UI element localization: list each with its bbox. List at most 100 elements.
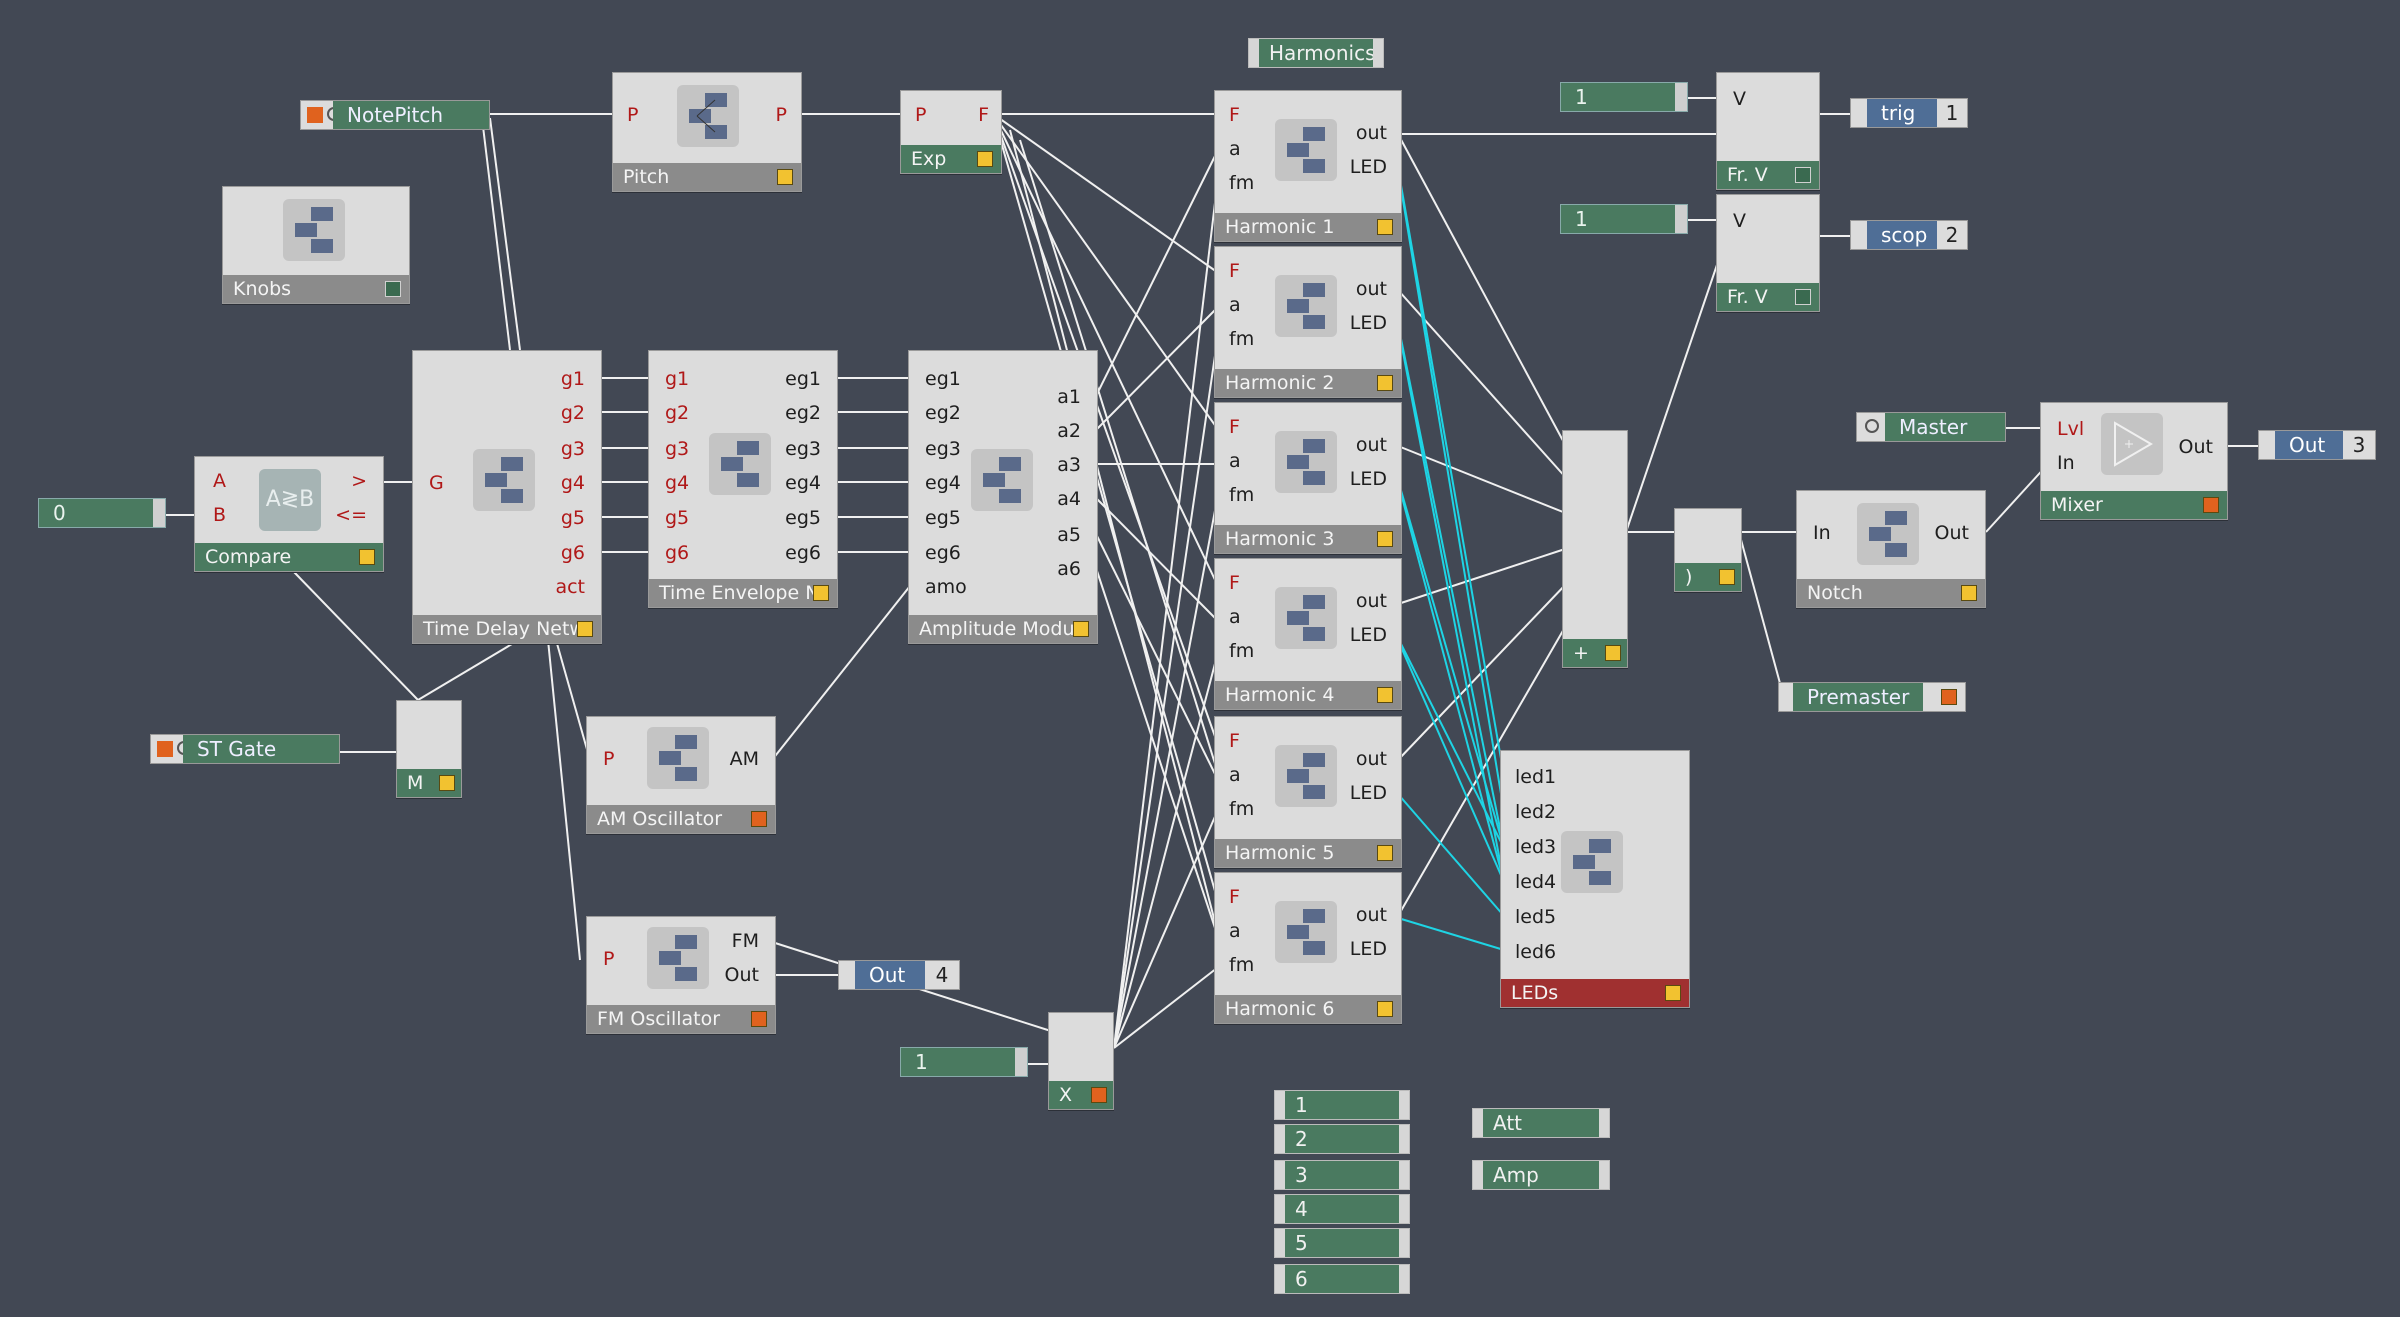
knobs-module[interactable]: Knobs [222, 186, 410, 304]
harm-out-led: LED [1349, 468, 1387, 490]
time-envelope-network-module[interactable]: g1 g2 g3 g4 g5 g6 eg1 eg2 eg3 eg4 eg5 eg… [648, 350, 838, 608]
tdn-indicator [577, 621, 593, 637]
endcap [153, 499, 165, 527]
scop-tag[interactable]: scop 2 [1850, 220, 1968, 250]
out-3-tag[interactable]: Out 3 [2258, 430, 2376, 460]
frv-module-2[interactable]: V Fr. V [1716, 194, 1820, 312]
ten-out-eg6: eg6 [785, 542, 821, 564]
tdn-out-act: act [555, 576, 585, 598]
pitch-out-p: P [775, 104, 787, 126]
notepitch-input[interactable]: NotePitch [300, 100, 490, 130]
harm-in-fm: fm [1229, 954, 1255, 976]
compare-module[interactable]: A B > <= A≷B Compare [194, 456, 384, 572]
x-module[interactable]: X [1048, 1012, 1114, 1110]
pitch-title: Pitch [613, 163, 801, 191]
list-item-3[interactable]: 3 [1274, 1160, 1410, 1190]
mixer-in-in: In [2057, 452, 2075, 474]
amod-out-a6: a6 [1057, 558, 1081, 580]
frv-module-1[interactable]: V Fr. V [1716, 72, 1820, 190]
harm-in-a: a [1229, 764, 1241, 786]
compare-out-gt: > [351, 470, 367, 492]
leds-module[interactable]: led1 led2 led3 led4 led5 led6 LEDs [1500, 750, 1690, 1008]
list-item-1[interactable]: 1 [1274, 1090, 1410, 1120]
out-3-number: 3 [2343, 431, 2375, 459]
list-item-6[interactable]: 6 [1274, 1264, 1410, 1294]
frv2-in-v: V [1733, 210, 1746, 232]
harmonic-title: Harmonic 6 [1215, 995, 1401, 1023]
list-item-4[interactable]: 4 [1274, 1194, 1410, 1224]
const-1-x-input[interactable]: 1 [900, 1047, 1028, 1077]
exp-module[interactable]: P F Exp [900, 90, 1002, 174]
ten-out-eg3: eg3 [785, 438, 821, 460]
tdn-out-g5: g5 [560, 507, 585, 529]
tdn-out-g4: g4 [560, 472, 585, 494]
const-1-frv1-input[interactable]: 1 [1560, 82, 1688, 112]
amp-label[interactable]: Amp [1472, 1160, 1610, 1190]
notch-indicator [1961, 585, 1977, 601]
out-tag-lead [1851, 221, 1867, 249]
amod-in-eg5: eg5 [925, 507, 961, 529]
const-1-frv2-input[interactable]: 1 [1560, 204, 1688, 234]
harm-out-out: out [1355, 748, 1387, 770]
tdn-out-g1: g1 [560, 368, 585, 390]
endcap [1015, 1048, 1027, 1076]
const-1-x-value: 1 [915, 1050, 928, 1074]
knob-icon [1865, 419, 1879, 433]
amod-in-eg1: eg1 [925, 368, 961, 390]
const-0-input[interactable]: 0 [38, 498, 166, 528]
out-4-tag[interactable]: Out 4 [838, 960, 960, 990]
harm-in-a: a [1229, 138, 1241, 160]
harm-out-out: out [1355, 122, 1387, 144]
amod-out-a4: a4 [1057, 488, 1081, 510]
premaster-tag[interactable]: Premaster [1778, 682, 1966, 712]
plus-module[interactable]: + [1562, 430, 1628, 668]
leds-in-1: led1 [1515, 766, 1557, 788]
harm-out-out: out [1355, 278, 1387, 300]
leds-title: LEDs [1501, 979, 1689, 1007]
macro-icon [1275, 275, 1337, 337]
frv1-indicator [1795, 167, 1811, 183]
mixer-indicator [2203, 497, 2219, 513]
harm-in-a: a [1229, 450, 1241, 472]
mixer-module[interactable]: Lvl In Out Mixer [2040, 402, 2228, 520]
amod-out-a5: a5 [1057, 524, 1081, 546]
tdn-out-g2: g2 [560, 402, 585, 424]
macro-icon [1275, 745, 1337, 807]
out-tag-lead [839, 961, 855, 989]
fm-oscillator-module[interactable]: P FM Out FM Oscillator [586, 916, 776, 1034]
compare-in-a: A [213, 470, 226, 492]
amplitude-modulator-module[interactable]: eg1 eg2 eg3 eg4 eg5 eg6 amo a1 a2 a3 a4 … [908, 350, 1098, 644]
harmonic-indicator [1377, 845, 1393, 861]
trig-number: 1 [1937, 99, 1967, 127]
m-module[interactable]: M [396, 700, 462, 798]
harmonics-label[interactable]: Harmonics [1248, 38, 1384, 68]
list-item-5[interactable]: 5 [1274, 1228, 1410, 1258]
harm-in-fm: fm [1229, 798, 1255, 820]
harm-in-a: a [1229, 294, 1241, 316]
notch-module[interactable]: In Out Notch [1796, 490, 1986, 608]
time-delay-network-module[interactable]: G g1 g2 g3 g4 g5 g6 act Time Delay Netw [412, 350, 602, 644]
harm-in-a: a [1229, 920, 1241, 942]
paren-module[interactable]: ) [1674, 508, 1742, 592]
list-item-2[interactable]: 2 [1274, 1124, 1410, 1154]
trig-tag[interactable]: trig 1 [1850, 98, 1968, 128]
scop-label: scop [1867, 221, 1939, 249]
endcap [1675, 83, 1687, 111]
frv1-in-v: V [1733, 88, 1746, 110]
master-input[interactable]: Master [1856, 412, 2006, 442]
amod-in-eg2: eg2 [925, 402, 961, 424]
fmosc-out-out: Out [724, 964, 759, 986]
am-oscillator-module[interactable]: P AM AM Oscillator [586, 716, 776, 834]
harm-in-f: F [1229, 730, 1240, 752]
att-label[interactable]: Att [1472, 1108, 1610, 1138]
macro-icon [1857, 503, 1919, 565]
pitch-module[interactable]: P P Pitch [612, 72, 802, 192]
m-indicator [439, 775, 455, 791]
st-gate-input[interactable]: ST Gate [150, 734, 340, 764]
